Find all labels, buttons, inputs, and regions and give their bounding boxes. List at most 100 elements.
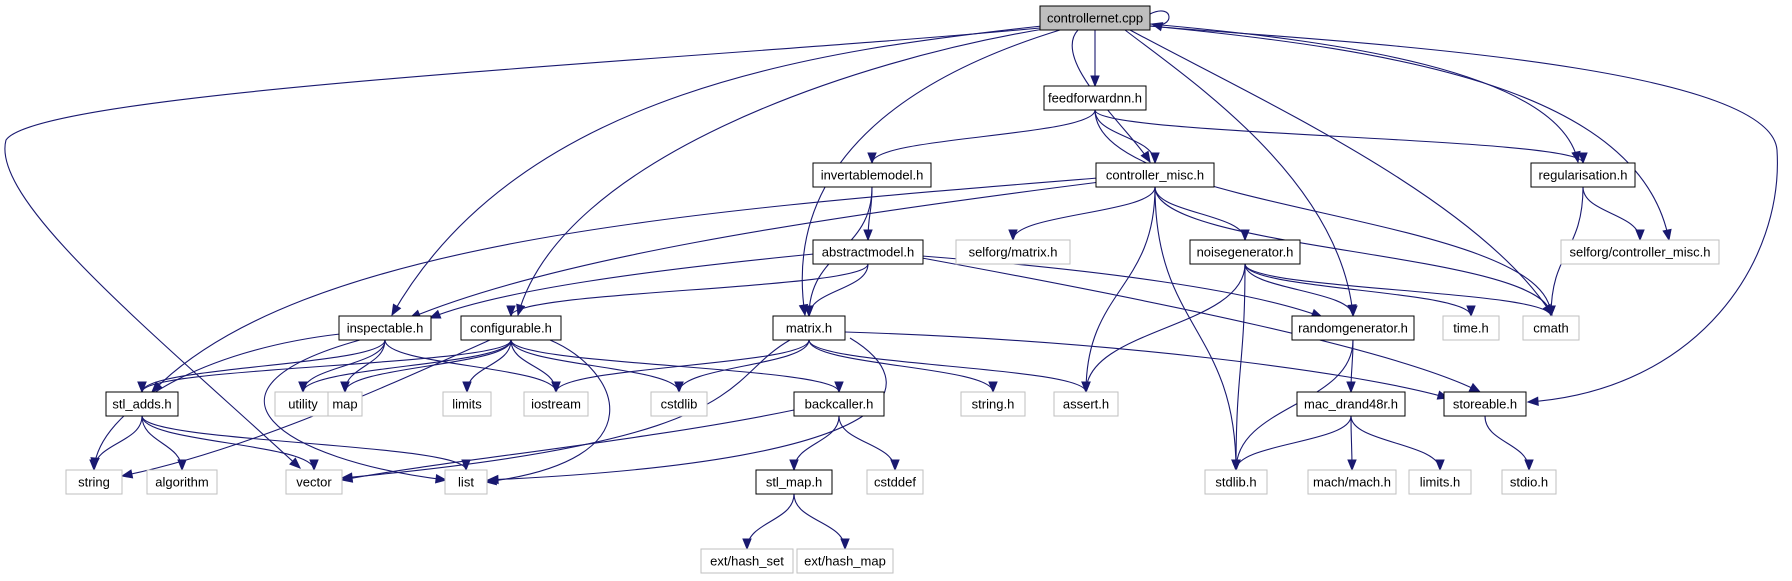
node-box (338, 315, 432, 341)
node-box (1189, 239, 1301, 265)
node-box (650, 391, 708, 417)
node-box (1095, 162, 1215, 188)
node-noisegenerator-h[interactable]: noisegenerator.h (1189, 239, 1301, 265)
node-label: mach/mach.h (1313, 475, 1391, 490)
edge-controllernet-cpp-to-regularisation-h (1149, 23, 1581, 164)
node-invertablemodel-h[interactable]: invertablemodel.h (812, 162, 932, 188)
node-label: map (332, 397, 357, 412)
node-box (1408, 469, 1472, 495)
node-label: iostream (531, 397, 581, 412)
edge-abstractmodel-h-to-storeable-h (921, 257, 1482, 393)
edge-matrix-h-to-assert-h (808, 339, 1091, 394)
node-mach-mach-h: mach/mach.h (1307, 469, 1397, 495)
edge-configurable-h-to-stl-adds-h (137, 339, 512, 394)
edge-controller-misc-h-to-stl-adds-h (151, 177, 1099, 393)
node-box (700, 548, 794, 574)
node-selforg-matrix-h: selforg/matrix.h (955, 239, 1071, 265)
edge-storeable-h-to-stdio-h (1484, 415, 1534, 472)
node-box (812, 239, 924, 265)
node-box (327, 391, 363, 417)
node-stl-map-h[interactable]: stl_map.h (755, 469, 833, 495)
node-list: list (444, 469, 488, 495)
node-label: inspectable.h (347, 321, 424, 336)
node-box (1296, 391, 1406, 417)
node-label: stl_map.h (766, 475, 822, 490)
node-abstractmodel-h[interactable]: abstractmodel.h (812, 239, 924, 265)
edge-controller-misc-h-to-noisegenerator-h (1154, 186, 1250, 242)
edge-mac-drand48r-h-to-limits-h (1350, 415, 1445, 472)
node-cmath: cmath (1522, 315, 1580, 341)
edge-abstractmodel-h-to-configurable-h (506, 263, 869, 318)
edge-controller-misc-h-to-selforg-matrix-h (1008, 186, 1156, 242)
node-label: string (78, 475, 110, 490)
node-label: abstractmodel.h (822, 245, 915, 260)
node-label: regularisation.h (1539, 168, 1628, 183)
node-label: storeable.h (1453, 397, 1517, 412)
node-limits: limits (442, 391, 492, 417)
edge-configurable-h-to-cstdlib (510, 339, 684, 394)
node-label: limits (452, 397, 482, 412)
node-backcaller-h[interactable]: backcaller.h (793, 391, 885, 417)
node-configurable-h[interactable]: configurable.h (460, 315, 562, 341)
node-box (772, 315, 846, 341)
edge-controllernet-cpp-to-vector (4, 27, 1041, 469)
node-label: utility (288, 397, 318, 412)
node-box (1043, 85, 1147, 111)
node-box (955, 239, 1071, 265)
node-mac-drand48r-h[interactable]: mac_drand48r.h (1296, 391, 1406, 417)
node-box (796, 548, 894, 574)
node-box (1522, 315, 1580, 341)
node-label: ext/hash_set (710, 554, 784, 569)
node-label: selforg/matrix.h (969, 245, 1058, 260)
edge-configurable-h-to-limits (462, 339, 512, 394)
edge-mac-drand48r-h-to-stdlib-h (1231, 415, 1352, 472)
node-regularisation-h[interactable]: regularisation.h (1530, 162, 1636, 188)
node-box (523, 391, 589, 417)
edge-backcaller-h-to-stl-map-h (789, 415, 840, 472)
edge-inspectable-h-to-list (263, 339, 448, 484)
node-storeable-h[interactable]: storeable.h (1443, 391, 1527, 417)
node-limits-h: limits.h (1408, 469, 1472, 495)
node-string: string (65, 469, 123, 495)
node-box (866, 469, 924, 495)
edge-noisegenerator-h-to-time-h (1244, 263, 1476, 318)
node-controllernet-cpp[interactable]: controllernet.cpp (1039, 5, 1151, 31)
node-randomgenerator-h[interactable]: randomgenerator.h (1291, 315, 1415, 341)
node-box (105, 391, 179, 417)
node-ext-hash-set: ext/hash_set (700, 548, 794, 574)
node-cstdlib: cstdlib (650, 391, 708, 417)
node-selforg-controller-misc-h: selforg/controller_misc.h (1560, 239, 1720, 265)
node-label: controllernet.cpp (1047, 11, 1143, 26)
node-inspectable-h[interactable]: inspectable.h (338, 315, 432, 341)
node-stl-adds-h[interactable]: stl_adds.h (105, 391, 179, 417)
node-box (1560, 239, 1720, 265)
node-box (755, 469, 833, 495)
node-layer: controllernet.cpp feedforwardnn.h invertab… (65, 5, 1720, 574)
edge-controllernet-cpp-to-storeable-h (1149, 25, 1778, 406)
node-controller-misc-h[interactable]: controller_misc.h (1095, 162, 1215, 188)
edge-matrix-h-to-cstdlib (674, 339, 810, 394)
node-label: time.h (1453, 321, 1488, 336)
node-label: stdlib.h (1215, 475, 1256, 490)
node-matrix-h[interactable]: matrix.h (772, 315, 846, 341)
node-label: controller_misc.h (1106, 168, 1204, 183)
node-box (1291, 315, 1415, 341)
node-label: limits.h (1420, 475, 1460, 490)
node-box (1501, 469, 1557, 495)
edge-configurable-h-to-backcaller-h (510, 339, 844, 394)
node-label: algorithm (155, 475, 208, 490)
node-cstddef: cstddef (866, 469, 924, 495)
edge-noisegenerator-h-to-assert-h (1081, 263, 1246, 394)
node-feedforwardnn-h[interactable]: feedforwardnn.h (1043, 85, 1147, 111)
node-label: cmath (1533, 321, 1568, 336)
edge-abstractmodel-h-to-matrix-h (804, 263, 869, 318)
edge-matrix-h-to-list (486, 337, 887, 485)
edge-controllernet-cpp-to-inspectable-h (391, 25, 1043, 317)
edge-backcaller-h-to-cstddef (838, 415, 900, 472)
edge-controllernet-cpp-to-configurable-h (516, 27, 1051, 317)
node-label: assert.h (1063, 397, 1109, 412)
edge-matrix-h-to-iostream (551, 339, 810, 394)
edge-stl-map-h-to-ext-hash-map (793, 493, 850, 551)
node-map: map (327, 391, 363, 417)
